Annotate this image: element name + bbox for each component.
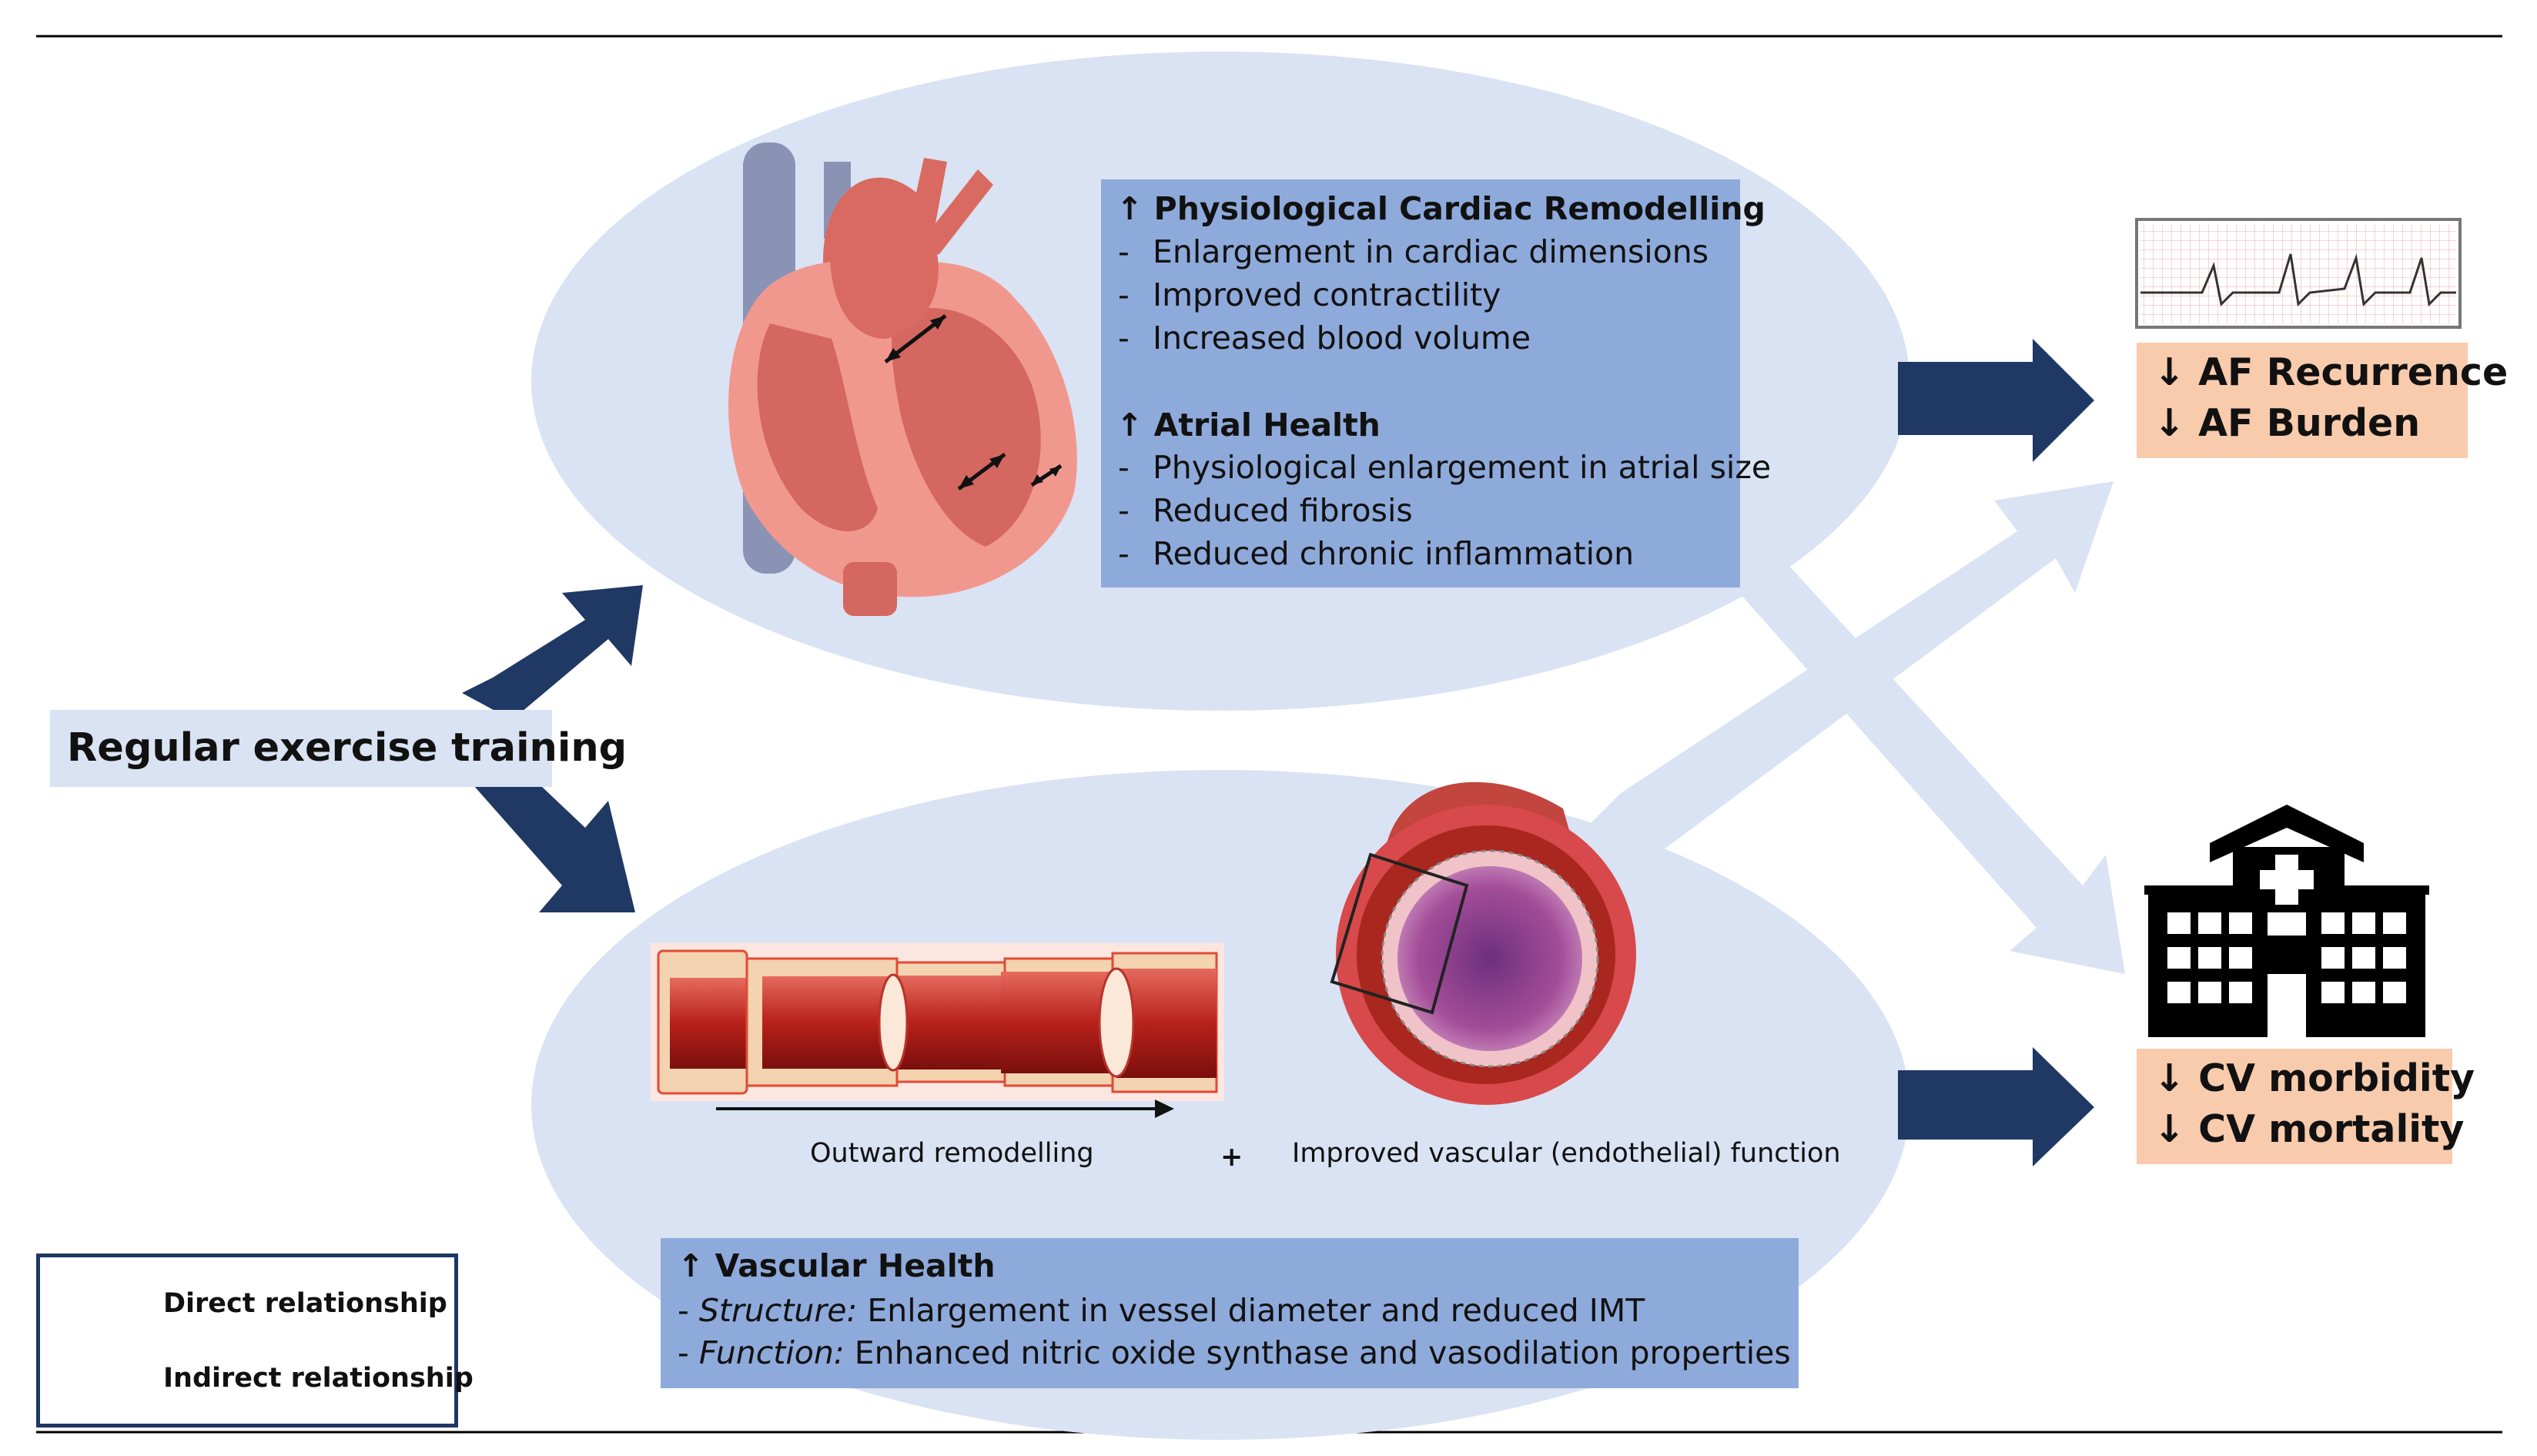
hospital-icon xyxy=(2144,805,2429,1037)
start-box: Regular exercise training xyxy=(50,710,627,787)
bullet-dash: - xyxy=(1118,320,1130,356)
bullet-dash: - xyxy=(1118,276,1130,313)
outward-arrow-head xyxy=(1155,1100,1174,1118)
cv-outcome-box: ↓ CV morbidity ↓ CV mortality xyxy=(2137,1049,2475,1164)
af-outcome-box: ↓ AF Recurrence ↓ AF Burden xyxy=(2137,343,2508,458)
legend-indirect-label: Indirect relationship xyxy=(163,1363,474,1394)
ecg-trace xyxy=(2140,253,2456,307)
descending-aorta xyxy=(843,562,897,616)
bullet-dash: - xyxy=(1118,449,1130,486)
cardiac-item: Improved contractility xyxy=(1153,276,1501,313)
cardiac-heading: Physiological Cardiac Remodelling xyxy=(1153,190,1766,227)
atrium xyxy=(830,209,939,339)
up-arrow-icon: ↑ xyxy=(678,1247,705,1284)
cardiac-item: Enlargement in cardiac dimensions xyxy=(1153,233,1709,270)
start-label: Regular exercise training xyxy=(67,725,628,771)
legend-direct-label: Direct relationship xyxy=(163,1288,447,1319)
vessel-illustration xyxy=(651,943,1224,1118)
bullet-dash: - xyxy=(1118,492,1130,529)
atrial-item: Reduced fibrosis xyxy=(1153,492,1413,529)
caption-outward-remodelling: Outward remodelling xyxy=(810,1138,1094,1169)
up-arrow-icon: ↑ xyxy=(1116,190,1143,227)
function-label: Function: xyxy=(698,1334,845,1371)
bullet-dash: - xyxy=(678,1334,689,1371)
indirect-arrows xyxy=(1586,481,2125,974)
down-arrow-icon: ↓ xyxy=(2154,1056,2186,1100)
vascular-heading: Vascular Health xyxy=(715,1247,996,1284)
vascular-box: ↑ Vascular Health - Structure: Enlargeme… xyxy=(661,1238,1799,1388)
heart-shading xyxy=(892,308,1041,547)
bullet-dash: - xyxy=(1118,233,1130,270)
ecg-monitor xyxy=(2135,218,2462,329)
indirect-arrow-to-cv xyxy=(1732,554,2125,974)
direct-arrow-to-cv xyxy=(1898,1047,2094,1166)
vessel-cross-section xyxy=(1330,782,1636,1105)
function-text: Enhanced nitric oxide synthase and vasod… xyxy=(854,1334,1791,1371)
heart-illustration xyxy=(728,142,1077,616)
atrial-item: Reduced chronic inflammation xyxy=(1153,535,1635,572)
cardiac-box: ↑ Physiological Cardiac Remodelling -Enl… xyxy=(1101,179,1771,587)
bullet-dash: - xyxy=(678,1292,689,1329)
cv-morbidity: CV morbidity xyxy=(2198,1056,2475,1100)
structure-text: Enlargement in vessel diameter and reduc… xyxy=(867,1292,1645,1329)
up-arrow-icon: ↑ xyxy=(1116,407,1143,443)
caption-vascular-function: Improved vascular (endothelial) function xyxy=(1292,1138,1841,1169)
direct-arrows xyxy=(462,339,2094,1166)
down-arrow-icon: ↓ xyxy=(2154,1107,2186,1151)
caption-plus: + xyxy=(1220,1142,1243,1173)
cv-mortality: CV mortality xyxy=(2198,1107,2465,1151)
atrial-item: Physiological enlargement in atrial size xyxy=(1153,449,1772,486)
bullet-dash: - xyxy=(1118,535,1130,572)
direct-arrow-to-af xyxy=(1898,339,2094,462)
zoom-square xyxy=(1330,852,1469,1015)
atrial-heading: Atrial Health xyxy=(1153,407,1381,443)
af-burden: AF Burden xyxy=(2198,401,2421,445)
cardiac-item: Increased blood volume xyxy=(1153,320,1531,356)
direct-arrow-to-vascular xyxy=(474,758,635,912)
legend: Direct relationship Indirect relationshi… xyxy=(36,1253,474,1428)
down-arrow-icon: ↓ xyxy=(2154,401,2186,445)
down-arrow-icon: ↓ xyxy=(2154,350,2186,394)
af-recurrence: AF Recurrence xyxy=(2198,350,2509,394)
structure-label: Structure: xyxy=(698,1292,858,1329)
ventricle-left xyxy=(757,323,878,531)
direct-arrow-to-cardiac xyxy=(462,585,643,720)
